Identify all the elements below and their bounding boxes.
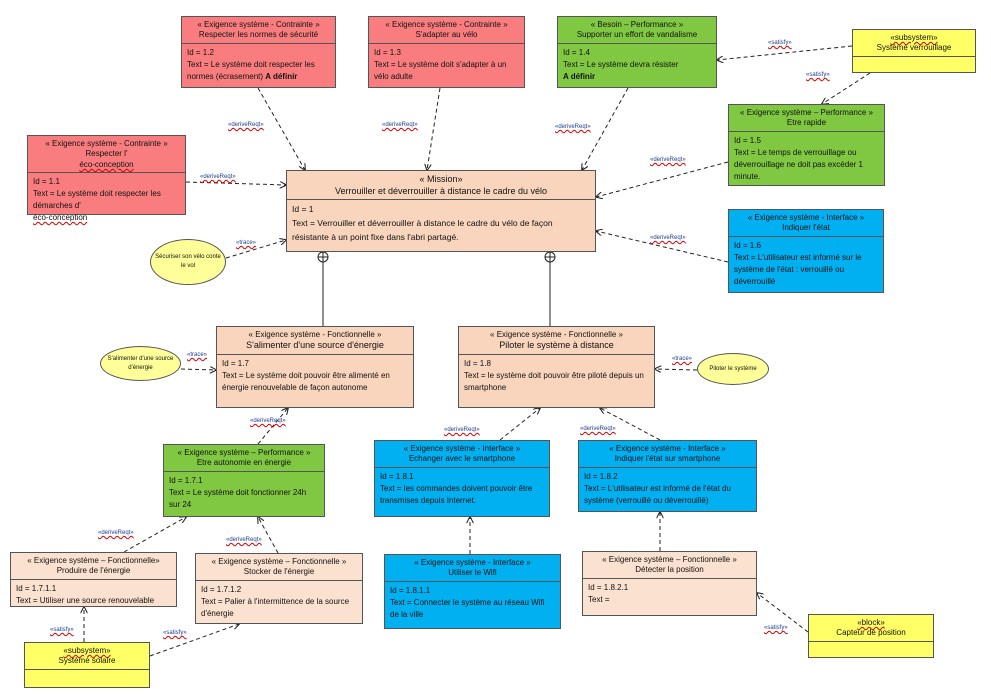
label-satisfy-1-5: «satisfy» [806, 72, 830, 78]
derive-1-2-line [257, 87, 305, 170]
label-derive-1-8-2: «deriveReqt» [580, 426, 616, 432]
label-derive-1-4: «deriveReqt» [555, 124, 591, 130]
label-satisfy-solaire-2: «satisfy» [163, 630, 187, 636]
mission-requirement[interactable]: « Mission»Verrouiller et déverrouiller à… [286, 170, 596, 252]
label-satisfy-1-4: «satisfy» [768, 40, 792, 46]
derive-1-5-line [596, 161, 729, 197]
label-satisfy-capteur: «satisfy» [764, 625, 788, 631]
label-trace-piloter: «trace» [672, 356, 693, 362]
usecase-securiser[interactable]: Sécuriser son vélo conte le vol [150, 239, 226, 285]
derive-1-7-1-line [257, 408, 288, 445]
label-derive-1-3: «deriveReqt» [382, 122, 418, 128]
derive-1-7-1-2-line [258, 517, 279, 554]
requirement-1-4[interactable]: « Besoin – Performance »Supporter un eff… [557, 16, 717, 88]
block-systeme-verrouillage[interactable]: «subsystem»Système verrouillage [852, 29, 976, 73]
requirement-1-7-1[interactable]: « Exigence système – Performance »Etre a… [163, 444, 325, 517]
requirement-1-8-2[interactable]: « Exigence système - Interface »Indiquer… [578, 440, 757, 512]
containment-1-8-symbol [544, 251, 556, 263]
usecase-piloter[interactable]: Piloter le système [697, 353, 769, 385]
block-capteur-position[interactable]: «block»Capteur de position [808, 614, 934, 658]
satisfy-verrouillage-1-4-line [717, 45, 853, 60]
satisfy-solaire-1-7-1-2-line [149, 624, 239, 657]
derive-1-3-line [427, 87, 441, 170]
label-derive-1-1: «deriveReqt» [200, 174, 236, 180]
requirement-1-7[interactable]: « Exigence système - Fonctionnelle »S'al… [216, 326, 414, 408]
label-trace-alimenter: «trace» [187, 352, 208, 358]
requirement-1-8[interactable]: « Exigence système - Fonctionnelle »Pilo… [458, 326, 655, 408]
requirement-1-7-1-1[interactable]: « Exigence système – Fonctionnelle»Produ… [10, 552, 177, 607]
label-derive-1-5: «deriveReqt» [650, 157, 686, 163]
label-derive-1-6: «deriveReqt» [650, 235, 686, 241]
requirement-1-8-1[interactable]: « Exigence système - Interface »Echanger… [374, 440, 550, 517]
requirement-1-8-1-1[interactable]: « Exigence système - Interface »Utiliser… [384, 554, 561, 629]
trace-piloter-line [655, 369, 698, 370]
trace-alimenter-line [180, 369, 216, 370]
requirement-1-3[interactable]: « Exigence système - Contrainte »S'adapt… [368, 16, 525, 88]
requirement-1-1[interactable]: « Exigence système - Contrainte »Respect… [27, 135, 186, 222]
label-derive-1-7-1: «deriveReqt» [250, 418, 286, 424]
label-derive-1-8-1: «deriveReqt» [444, 427, 480, 433]
label-satisfy-solaire-1: «satisfy» [50, 627, 74, 633]
requirement-1-5[interactable]: « Exigence système – Performance »Etre r… [728, 104, 885, 186]
usecase-alimenter[interactable]: S'alimenter d'une source d'énergie [100, 346, 181, 381]
label-derive-1-7-1-2: «deriveReqt» [226, 537, 262, 543]
label-derive-1-2: «deriveReqt» [228, 122, 264, 128]
containment-1-7-symbol [317, 251, 329, 263]
derive-1-8-1-line [499, 408, 540, 441]
requirement-1-2[interactable]: « Exigence système - Contrainte »Respect… [181, 16, 336, 88]
derive-1-8-2-line [600, 408, 661, 441]
requirement-1-6[interactable]: « Exigence système - Interface »Indiquer… [728, 209, 884, 293]
requirement-1-7-1-2[interactable]: « Exigence système – Fonctionnelle »Stoc… [195, 553, 363, 624]
derive-1-1-line [185, 182, 286, 185]
requirement-1-8-2-1[interactable]: « Exigence système – Fonctionnelle »Déte… [582, 551, 757, 616]
block-systeme-solaire[interactable]: «subsystem»Système solaire [24, 642, 150, 688]
label-derive-1-7-1-1: «deriveReqt» [98, 530, 134, 536]
label-trace-securiser: «trace» [236, 240, 257, 246]
